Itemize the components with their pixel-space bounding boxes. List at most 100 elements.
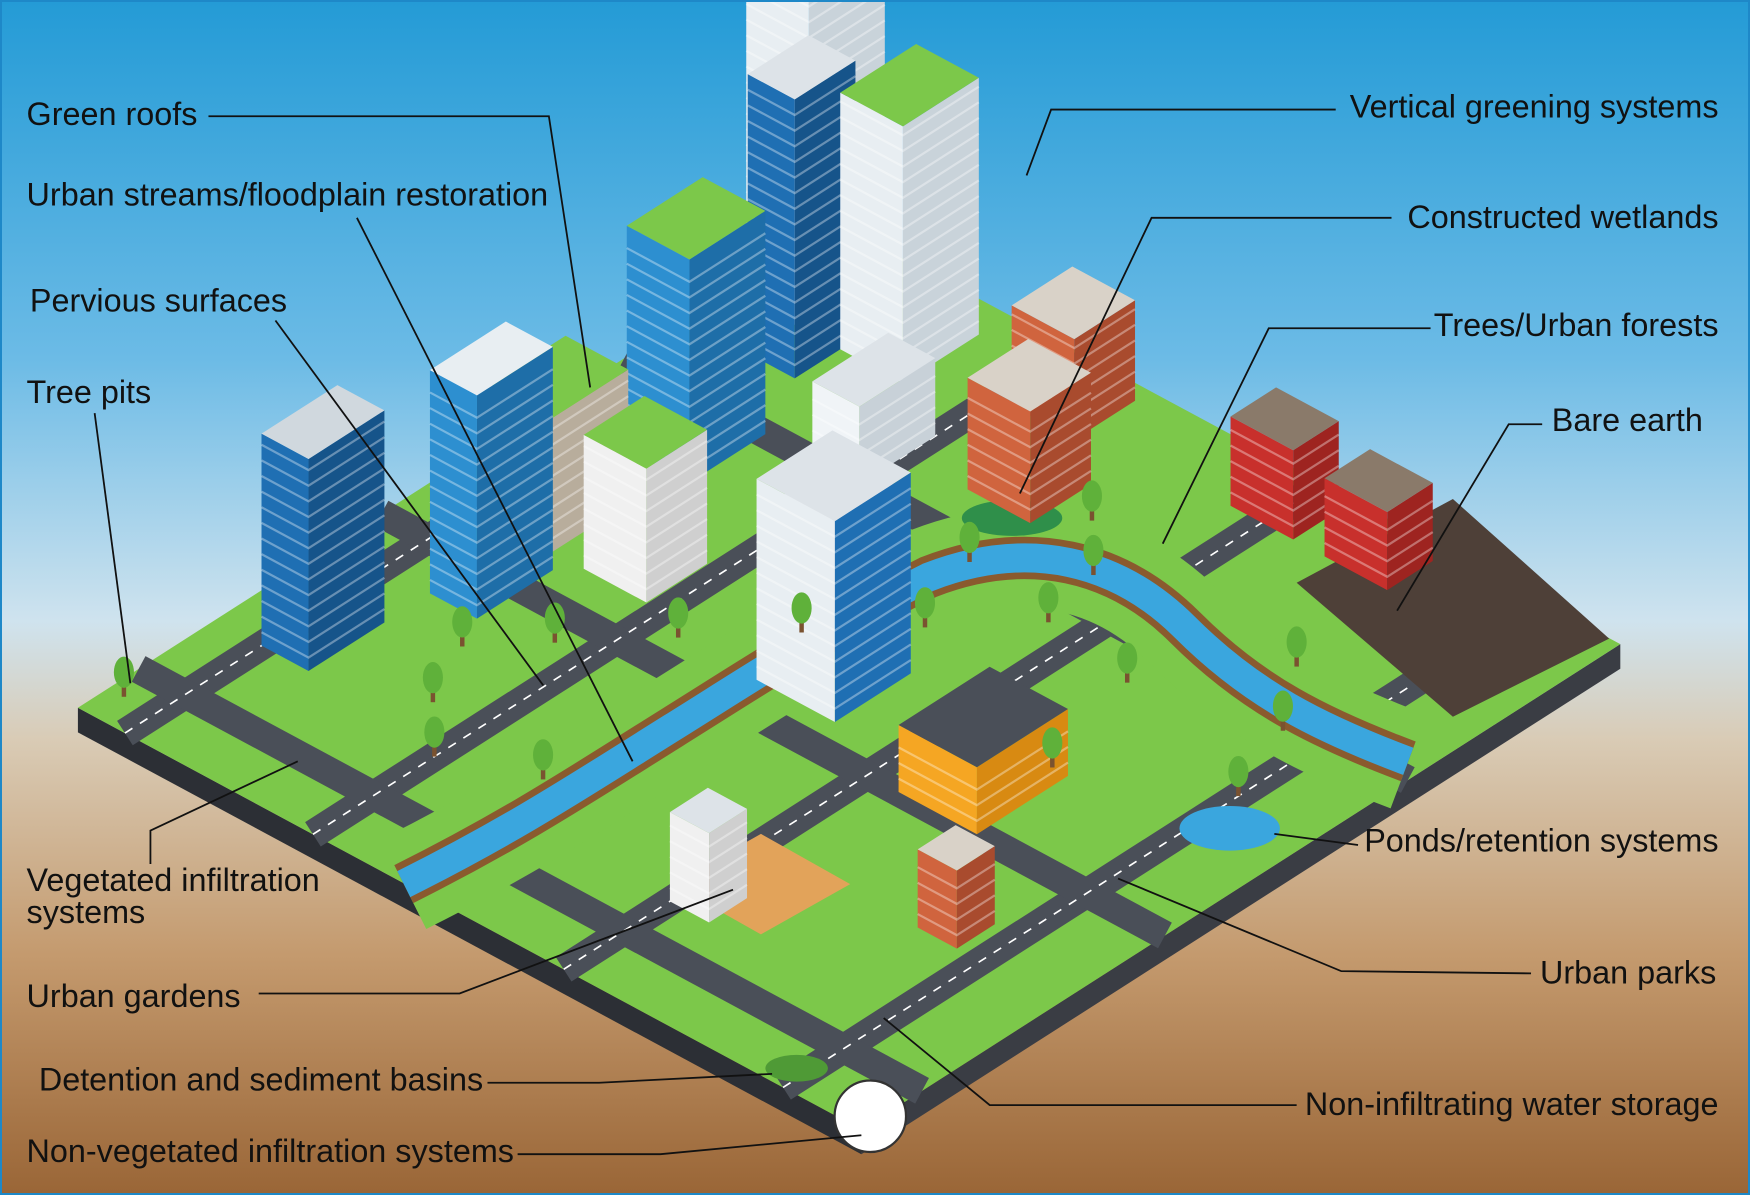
residential-building: [669, 787, 748, 923]
window-band: [839, 195, 980, 246]
building-face-left: [583, 434, 647, 603]
building-face-right: [308, 410, 385, 671]
window-band: [756, 580, 912, 632]
window-band: [747, 75, 857, 117]
leader-detention-basins: [487, 1072, 773, 1084]
window-band: [429, 555, 554, 607]
building-roof: [747, 35, 856, 100]
window-band: [583, 549, 708, 591]
building-face-left: [1230, 416, 1294, 540]
window-band: [917, 909, 996, 937]
window-band: [967, 391, 1092, 433]
window-band: [260, 545, 386, 597]
tree-icon: [1272, 690, 1293, 722]
window-band: [756, 643, 912, 695]
building-roof: [429, 321, 553, 396]
window-band: [429, 540, 554, 591]
building-face-right: [1030, 372, 1091, 524]
window-band: [260, 420, 386, 472]
leader-urban-streams: [356, 217, 634, 762]
tree-trunk: [1046, 608, 1051, 623]
label-urban-streams: Urban streams/floodplain restoration: [27, 177, 549, 213]
window-band: [839, 101, 980, 153]
tree-trunk: [1236, 782, 1241, 797]
window-band: [756, 518, 912, 570]
building-face-right: [956, 846, 995, 949]
leader-trees-urban-forests: [1161, 327, 1431, 545]
tree-trunk: [922, 614, 928, 628]
building-roof: [756, 430, 911, 522]
window-band: [429, 430, 554, 482]
window-band: [839, 288, 980, 340]
window-band: [747, 137, 857, 179]
green-roof-tower: [839, 44, 980, 384]
tree-trunk: [1089, 507, 1095, 521]
building-roof: [1230, 387, 1339, 451]
tree-icon: [914, 587, 936, 619]
glass-tower: [260, 385, 386, 671]
building-face-right: [902, 77, 979, 384]
window-band: [756, 487, 912, 538]
window-band: [756, 549, 912, 601]
tree-icon: [1081, 480, 1102, 512]
leader-urban-gardens: [258, 888, 734, 995]
window-band: [769, 2, 843, 24]
window-band: [898, 761, 1069, 823]
platform-edge-right: [861, 644, 1621, 1155]
leader-green-roofs: [208, 115, 592, 388]
window-band: [626, 326, 766, 377]
window-band: [669, 852, 748, 880]
window-band: [756, 612, 912, 663]
window-band: [967, 423, 1092, 465]
building-face-left: [898, 725, 977, 835]
building-face-left: [669, 812, 710, 923]
window-band: [429, 399, 554, 451]
label-trees-urban-forests: Trees/Urban forests: [1434, 307, 1719, 343]
window-band: [583, 486, 708, 528]
building-roof: [626, 177, 766, 260]
tree-trunk: [432, 743, 437, 757]
tree-icon: [1042, 727, 1063, 759]
leader-bare-earth: [1396, 423, 1543, 612]
window-band: [429, 477, 554, 529]
platform-edge-left: [77, 707, 862, 1155]
window-band: [756, 659, 912, 710]
window-band: [626, 247, 766, 299]
building-face-left: [917, 849, 957, 949]
window-band: [1324, 510, 1434, 547]
window-band: [839, 163, 980, 215]
label-vegetated-infiltration-line1: Vegetated infiltration: [27, 862, 320, 898]
tree-trunk: [1124, 669, 1130, 683]
brick-apartments: [967, 338, 1092, 524]
window-band: [967, 438, 1092, 480]
window-band: [839, 257, 980, 309]
window-band: [626, 341, 766, 393]
label-vegetated-infiltration-line2: systems: [27, 894, 146, 930]
window-band: [626, 357, 766, 409]
window-band: [747, 184, 857, 226]
road: [131, 656, 929, 1104]
tree-trunk: [430, 688, 436, 703]
tree-trunk: [967, 548, 972, 562]
window-band: [260, 436, 386, 488]
window-band: [429, 415, 554, 466]
factory: [1324, 449, 1434, 591]
building-roof: [669, 787, 748, 834]
building-face-left: [967, 377, 1031, 524]
window-band: [898, 730, 1069, 791]
tree-icon: [1083, 534, 1104, 567]
window-band: [260, 467, 386, 519]
window-band: [429, 383, 554, 435]
tree-icon: [1117, 642, 1138, 674]
brick-building: [917, 825, 996, 949]
striped-tower: [429, 321, 554, 619]
leader-vegetated-infiltration: [149, 760, 299, 865]
green-roof-building: [583, 396, 708, 603]
window-band: [669, 836, 748, 864]
window-band: [917, 878, 996, 906]
window-band: [429, 493, 554, 545]
tree-trunk: [1050, 754, 1055, 768]
tree-icon: [533, 739, 554, 771]
building-face-right: [709, 808, 748, 923]
window-band: [839, 85, 980, 137]
